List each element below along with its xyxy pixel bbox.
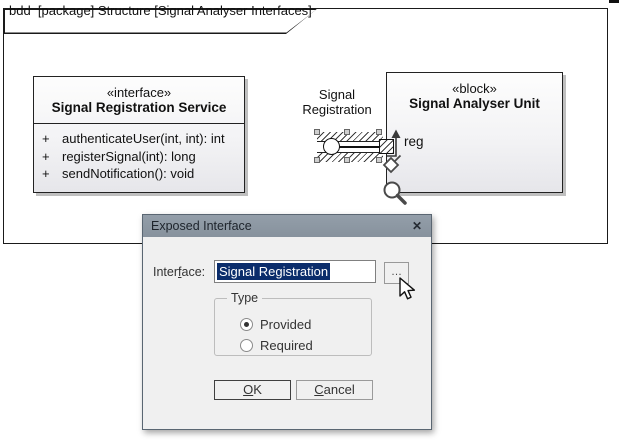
dialog-titlebar[interactable]: Exposed Interface ✕ <box>143 215 431 237</box>
ok-button[interactable]: OK <box>214 380 291 400</box>
direction-arrowhead-icon <box>391 129 401 138</box>
dialog-title: Exposed Interface <box>151 219 252 233</box>
screen-edge-artifact <box>609 0 619 3</box>
radio-icon[interactable] <box>240 339 253 352</box>
rotate-handle-tail <box>394 154 402 162</box>
radio-icon[interactable] <box>240 318 253 331</box>
rotate-handle-icon <box>382 156 400 174</box>
direction-arrow-icon <box>387 137 397 157</box>
interface-name: Signal Registration Service <box>51 100 227 115</box>
operation-row: + registerSignal(int): long <box>42 148 196 164</box>
radio-provided[interactable]: Provided <box>240 315 311 334</box>
selection-handle[interactable] <box>314 157 320 163</box>
browse-button[interactable]: … <box>384 262 409 284</box>
block-stereotype: «block» <box>452 81 497 96</box>
block-name: Signal Analyser Unit <box>409 96 540 111</box>
selection-handle[interactable] <box>376 129 382 135</box>
operations-compartment: + authenticateUser(int, int): int + regi… <box>34 124 244 183</box>
mouse-cursor-icon <box>399 277 416 300</box>
interface-element[interactable]: «interface» Signal Registration Service … <box>33 76 245 193</box>
type-group-legend: Type <box>227 291 263 305</box>
magnifier-icon <box>383 181 401 199</box>
interface-stereotype: «interface» <box>106 85 172 100</box>
diagram-frame-tab <box>3 8 318 34</box>
selection-handle[interactable] <box>344 129 350 135</box>
selected-text: Signal Registration <box>217 263 331 280</box>
block-element[interactable]: «block» Signal Analyser Unit <box>386 72 563 193</box>
type-group: Type Provided Required <box>214 291 372 356</box>
interface-input[interactable]: Signal Registration <box>214 260 376 283</box>
port-shape[interactable] <box>379 139 394 154</box>
close-icon[interactable]: ✕ <box>411 219 423 233</box>
port-widgets <box>382 129 407 205</box>
magnifier-handle <box>395 193 407 205</box>
interface-field-label: Interface: <box>153 265 206 279</box>
exposed-interface-dialog: Exposed Interface ✕ Interface: Signal Re… <box>142 214 432 430</box>
selection-handle[interactable] <box>376 157 382 163</box>
lollipop-stick <box>331 146 386 148</box>
operation-row: + sendNotification(): void <box>42 166 195 181</box>
selection-handle[interactable] <box>314 129 320 135</box>
port-name-label: reg <box>404 134 424 149</box>
cancel-button[interactable]: Cancel <box>296 380 373 400</box>
radio-required[interactable]: Required <box>240 336 313 355</box>
selection-handle[interactable] <box>344 157 350 163</box>
diagram-frame-title: bdd [package] Structure [Signal Analyser… <box>9 3 312 18</box>
exposed-interface-label: Signal Registration <box>302 87 372 117</box>
operation-row: + authenticateUser(int, int): int <box>42 131 225 146</box>
lollipop-ball-icon <box>323 138 340 155</box>
